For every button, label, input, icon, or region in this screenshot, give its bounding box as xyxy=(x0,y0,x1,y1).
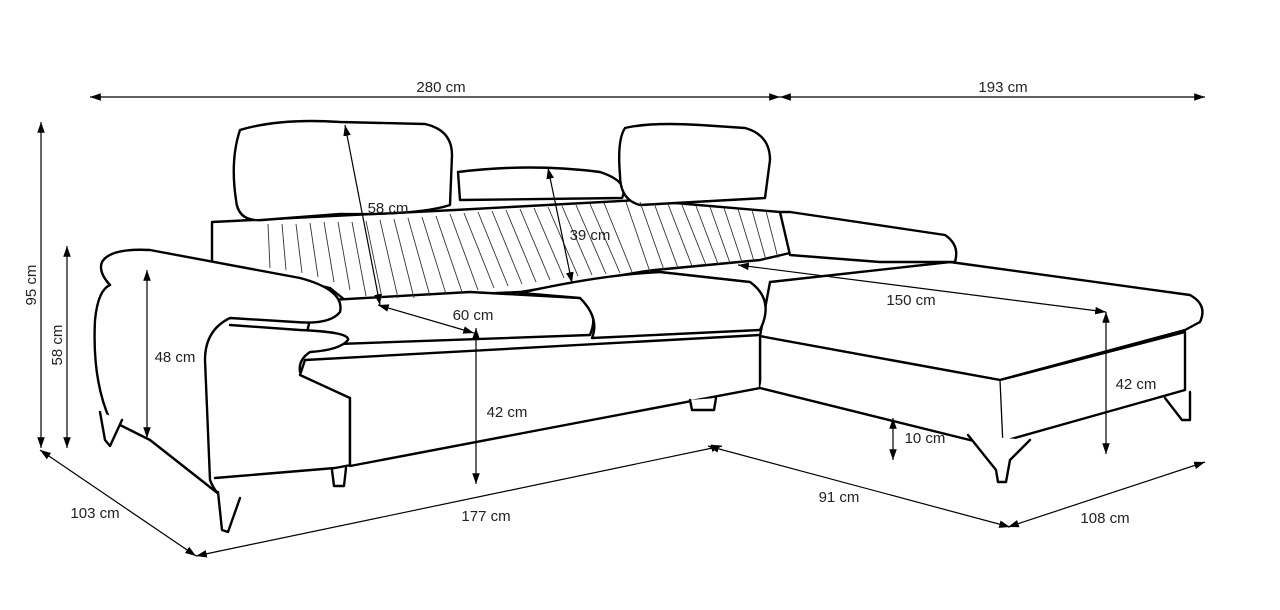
label-177: 177 cm xyxy=(461,508,510,525)
label-10: 10 cm xyxy=(905,430,946,447)
label-103: 103 cm xyxy=(70,505,119,522)
label-39: 39 cm xyxy=(570,227,611,244)
dim-line-150 xyxy=(737,262,1107,315)
label-58-arm: 58 cm xyxy=(49,325,66,366)
dimension-lines: 280 cm 193 cm 95 cm 58 cm 48 cm 58 cm 39… xyxy=(23,79,1206,558)
dim-line-108 xyxy=(1007,461,1206,528)
label-42-right: 42 cm xyxy=(1116,376,1157,393)
dim-line-39 xyxy=(546,167,574,284)
label-193: 193 cm xyxy=(978,79,1027,96)
label-48: 48 cm xyxy=(155,349,196,366)
label-150: 150 cm xyxy=(886,292,935,309)
sofa-outline xyxy=(93,119,1204,534)
dim-line-60 xyxy=(377,304,475,334)
label-60: 60 cm xyxy=(453,307,494,324)
dim-line-177 xyxy=(195,444,723,558)
label-108: 108 cm xyxy=(1080,510,1129,527)
dim-line-103 xyxy=(39,449,197,557)
dim-line-58-head xyxy=(343,124,382,306)
label-280: 280 cm xyxy=(416,79,465,96)
dim-line-91 xyxy=(707,445,1011,528)
label-91: 91 cm xyxy=(819,489,860,506)
label-42-left: 42 cm xyxy=(487,404,528,421)
backrest-stitching xyxy=(267,201,779,299)
label-95: 95 cm xyxy=(23,265,40,306)
label-58-head: 58 cm xyxy=(368,200,409,217)
